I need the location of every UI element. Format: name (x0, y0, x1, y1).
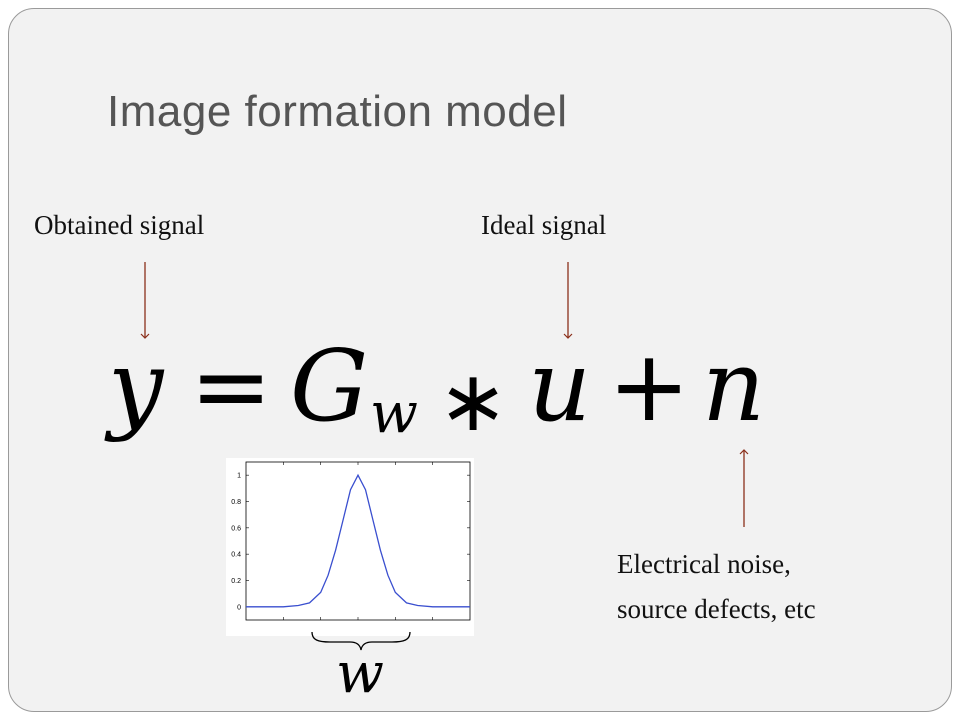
equation-convolve: ∗ (438, 352, 508, 450)
y-tick-label: 1 (237, 473, 241, 480)
y-tick-label: 0 (237, 604, 241, 611)
gaussian-chart: 0 0.2 0.4 0.6 0.8 1 (226, 458, 474, 636)
gaussian-curve (246, 473, 470, 608)
chart-background (226, 458, 474, 636)
obtained-signal-label: Obtained signal (34, 210, 205, 240)
slide-background: Image formation model (8, 8, 952, 712)
underbrace (311, 631, 411, 651)
noise-label-line2: source defects, etc (617, 594, 816, 624)
brace-label-w: w (336, 641, 384, 706)
equation-lhs-y: y (104, 330, 165, 444)
equation-equals: = (190, 330, 272, 444)
y-tick-label: 0.4 (231, 552, 241, 559)
slide-title: Image formation model (107, 87, 568, 136)
equation-ideal-u: u (528, 330, 591, 444)
equation-noise-n: n (702, 330, 765, 444)
y-tick-label: 0.2 (231, 578, 241, 585)
y-tick-label: 0.8 (231, 499, 241, 506)
y-tick-label: 0.6 (231, 525, 241, 532)
ideal-signal-label: Ideal signal (481, 210, 607, 240)
equation-kernel-subscript: w (370, 381, 418, 446)
equation-plus: + (608, 330, 690, 444)
noise-label-line1: Electrical noise, (617, 549, 791, 579)
equation-kernel-g: G (290, 330, 368, 444)
